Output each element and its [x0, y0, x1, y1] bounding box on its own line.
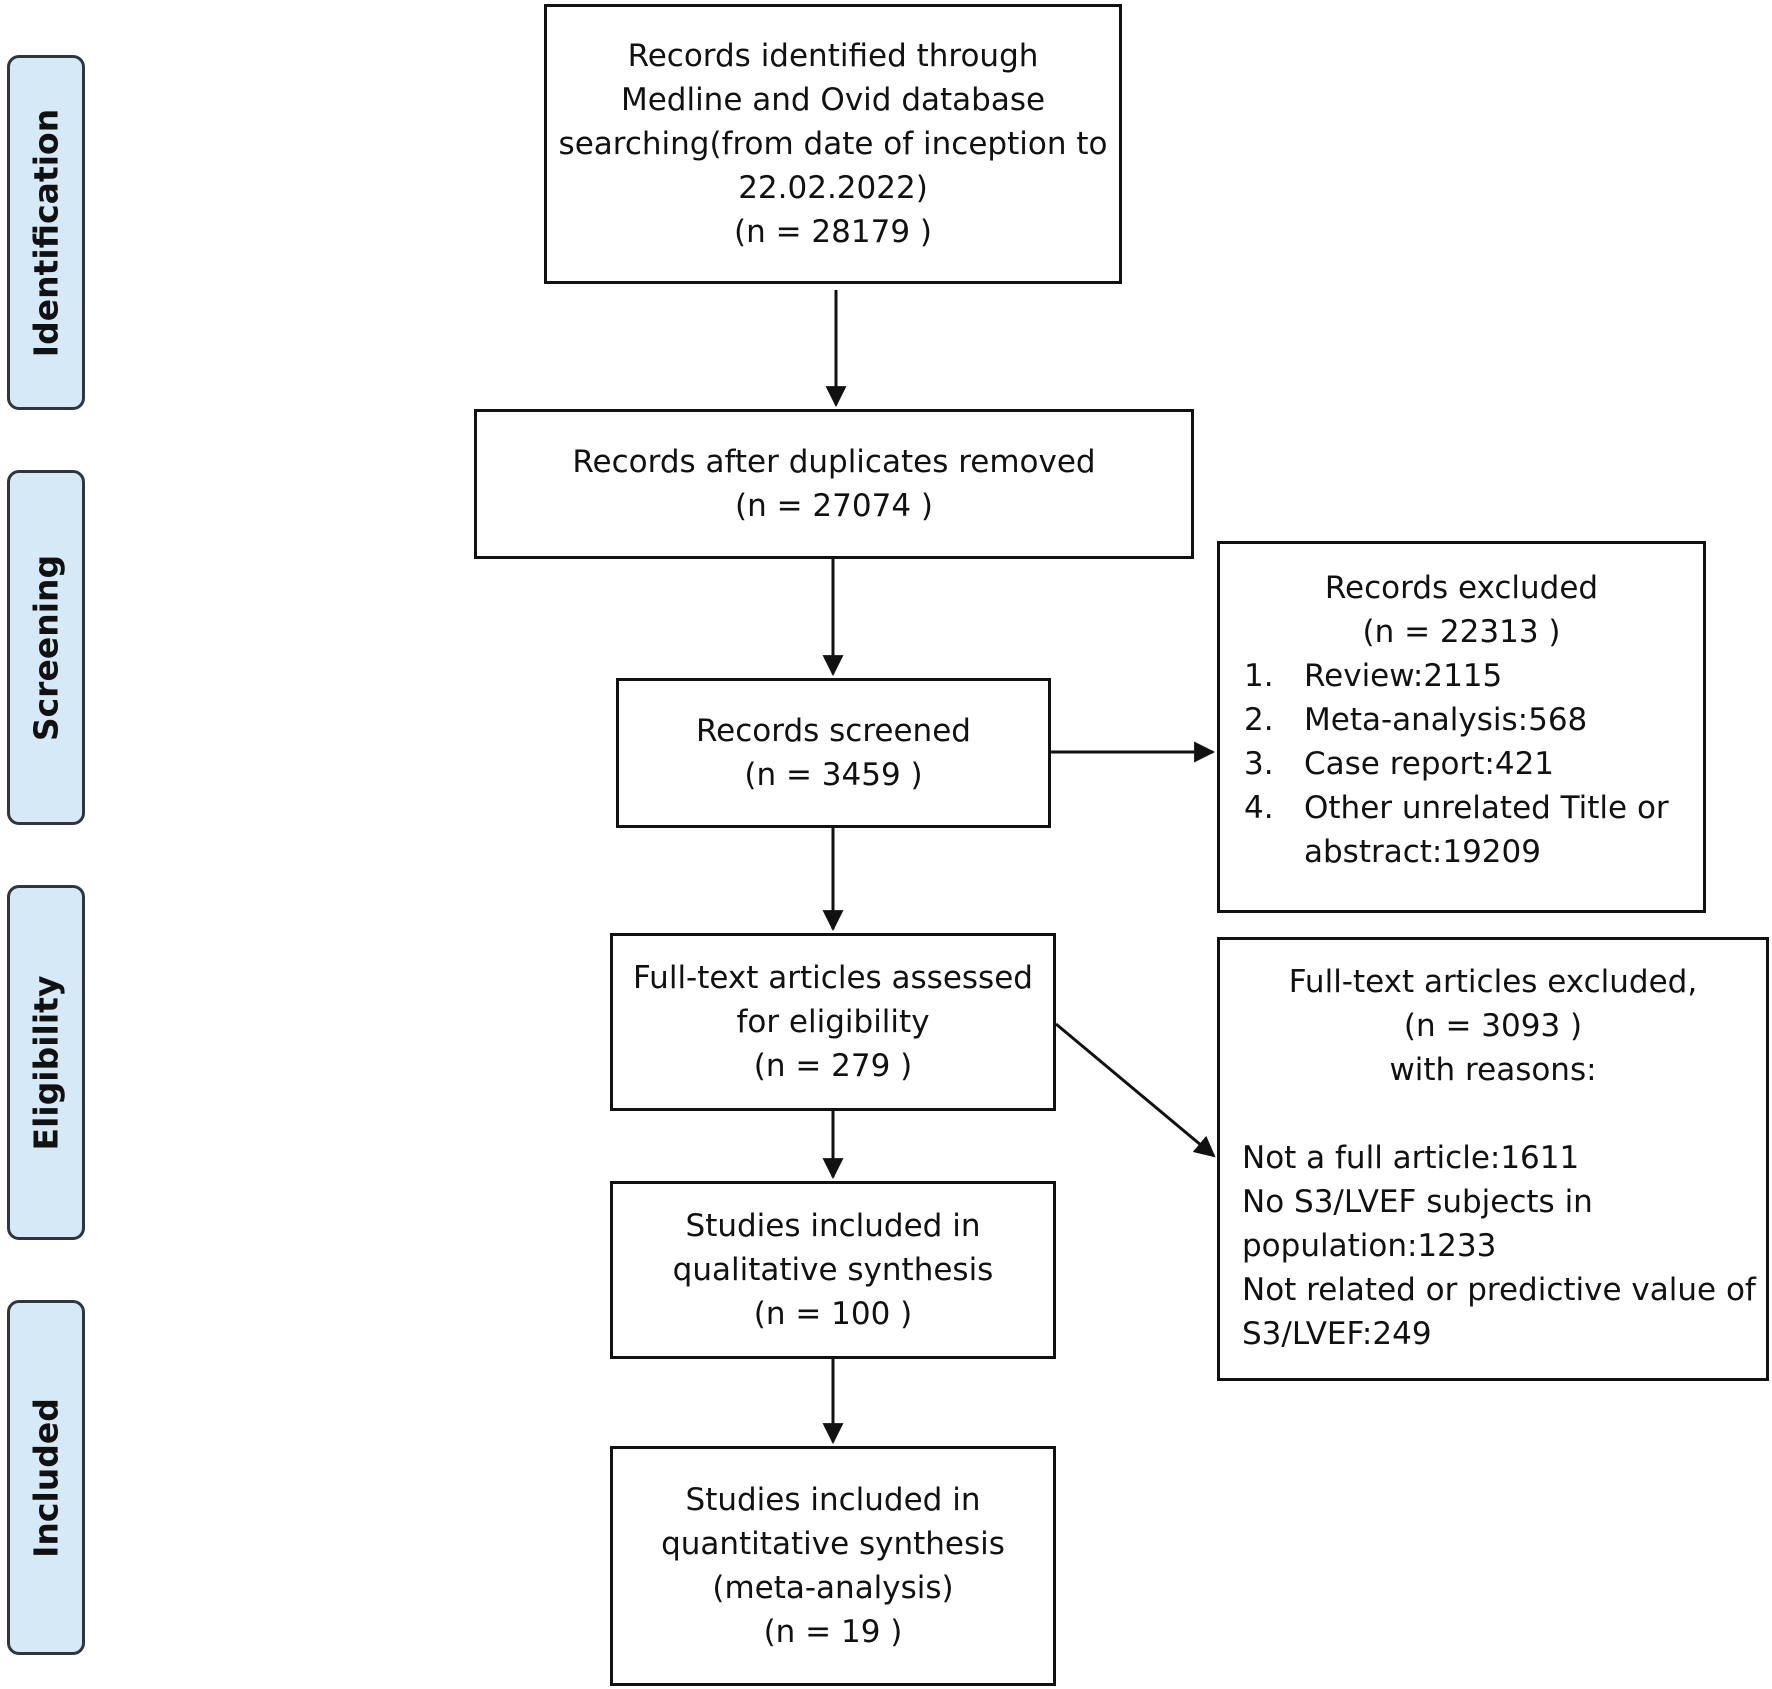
- records-identified-line-1: Records identified through: [627, 38, 1039, 74]
- records-excluded-title: Records excluded: [1324, 570, 1599, 606]
- quantitative-line-3: (meta-analysis): [712, 1570, 954, 1606]
- reason-line: No S3/LVEF subjects in: [1242, 1184, 1593, 1220]
- fulltext-assessed-count: (n = 279 ): [753, 1048, 913, 1084]
- records-identified-line-2: Medline and Ovid database: [620, 82, 1046, 118]
- list-item: 3.Case report:421: [1244, 746, 1555, 782]
- reason-line: Not a full article:1611: [1242, 1140, 1580, 1176]
- records-screened-label: Records screened: [696, 713, 971, 749]
- phase-screening: Screening: [7, 470, 85, 825]
- fulltext-excluded-count: (n = 3093 ): [1403, 1008, 1583, 1044]
- fulltext-assessed-box: Full-text articles assessed for eligibil…: [610, 933, 1056, 1111]
- records-identified-line-4: 22.02.2022): [738, 170, 928, 206]
- records-excluded-count: (n = 22313 ): [1362, 614, 1561, 650]
- qualitative-synthesis-box: Studies included in qualitative synthesi…: [610, 1181, 1056, 1359]
- duplicates-removed-count: (n = 27074 ): [735, 488, 933, 524]
- records-identified-box: Records identified through Medline and O…: [544, 4, 1122, 284]
- records-identified-count: (n = 28179 ): [734, 214, 932, 250]
- duplicates-removed-box: Records after duplicates removed (n = 27…: [474, 409, 1194, 559]
- list-item: 4.Other unrelated Title or abstract:1920…: [1244, 790, 1669, 870]
- records-excluded-box: Records excluded (n = 22313 ) 1.Review:2…: [1217, 541, 1706, 913]
- records-screened-box: Records screened (n = 3459 ): [616, 678, 1051, 828]
- fulltext-assessed-line-1: Full-text articles assessed: [633, 960, 1033, 996]
- records-identified-line-3: searching(from date of inception to: [558, 126, 1108, 162]
- duplicates-removed-label: Records after duplicates removed: [572, 444, 1096, 480]
- fulltext-excluded-reasons-heading: with reasons:: [1389, 1052, 1597, 1088]
- reason-line: S3/LVEF:249: [1242, 1316, 1432, 1352]
- quantitative-line-1: Studies included in: [685, 1482, 981, 1518]
- quantitative-synthesis-box: Studies included in quantitative synthes…: [610, 1446, 1056, 1686]
- reason-line: population:1233: [1242, 1228, 1497, 1264]
- fulltext-excluded-box: Full-text articles excluded, (n = 3093 )…: [1217, 937, 1769, 1381]
- arrow-fulltext-to-excluded: [1055, 1022, 1216, 1158]
- qualitative-line-2: qualitative synthesis: [672, 1252, 994, 1288]
- fulltext-excluded-reasons: Not a full article:1611 No S3/LVEF subje…: [1220, 1136, 1766, 1356]
- phase-identification: Identification: [7, 55, 85, 410]
- fulltext-assessed-line-2: for eligibility: [736, 1004, 930, 1040]
- fulltext-excluded-title: Full-text articles excluded,: [1288, 964, 1698, 1000]
- records-excluded-list: 1.Review:2115 2.Meta-analysis:568 3.Case…: [1220, 654, 1703, 874]
- phase-included: Included: [7, 1300, 85, 1655]
- list-item: 1.Review:2115: [1244, 658, 1503, 694]
- reason-line: Not related or predictive value of: [1242, 1272, 1756, 1308]
- records-screened-count: (n = 3459 ): [744, 757, 923, 793]
- list-item: 2.Meta-analysis:568: [1244, 702, 1588, 738]
- quantitative-count: (n = 19 ): [763, 1614, 903, 1650]
- phase-eligibility: Eligibility: [7, 885, 85, 1240]
- quantitative-line-2: quantitative synthesis: [661, 1526, 1005, 1562]
- qualitative-line-1: Studies included in: [685, 1208, 981, 1244]
- qualitative-count: (n = 100 ): [753, 1296, 913, 1332]
